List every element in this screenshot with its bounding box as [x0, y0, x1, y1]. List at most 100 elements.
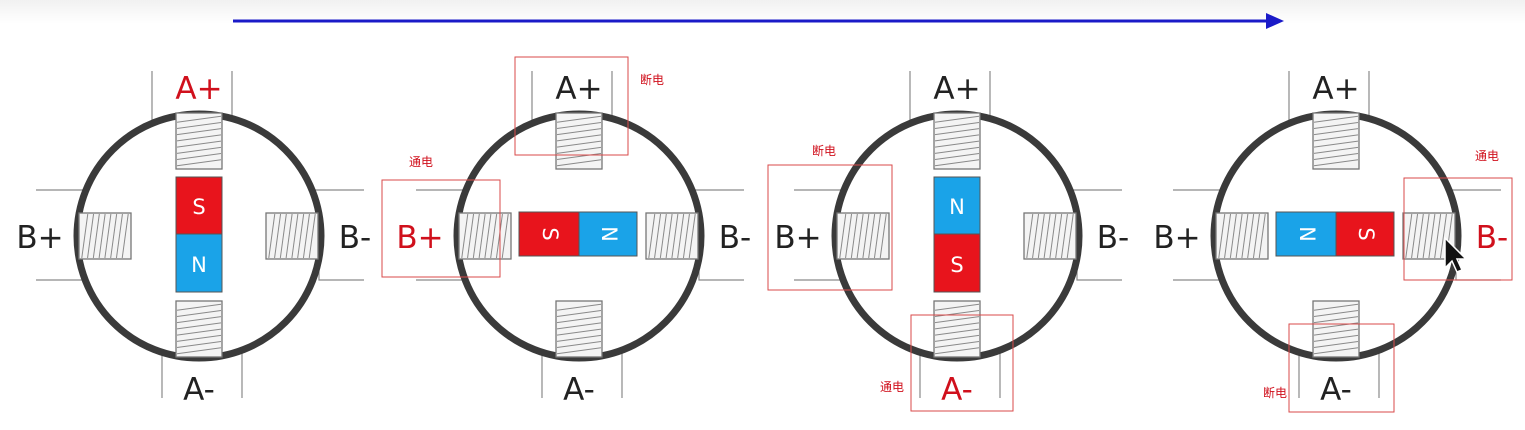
label-a-minus: A-	[183, 372, 215, 408]
coil-b-minus	[645, 212, 699, 260]
coil-winding	[1049, 213, 1057, 259]
coil-winding	[1411, 213, 1419, 259]
right-arrow-icon	[233, 13, 1284, 29]
label-b-minus: B-	[1476, 220, 1508, 256]
label-b-minus: B-	[1097, 220, 1129, 256]
label-b-plus: B+	[396, 220, 443, 256]
coil-winding	[934, 341, 980, 349]
rotor-pole	[933, 176, 981, 235]
coil-winding	[934, 159, 980, 167]
coil-winding	[879, 213, 887, 259]
coil-winding	[478, 213, 486, 259]
coil-winding	[1241, 213, 1249, 259]
coil-winding	[1258, 213, 1266, 259]
rotor-pole-label: S	[192, 195, 205, 219]
highlight-box	[1288, 323, 1395, 413]
coil-winding	[297, 213, 305, 259]
coil-winding	[484, 213, 492, 259]
lead-wire	[794, 189, 843, 210]
coil-b-plus	[1215, 212, 1269, 260]
coil-winding	[1313, 128, 1359, 136]
coil-winding	[490, 213, 498, 259]
lead-wire	[1359, 71, 1370, 119]
coil-winding	[176, 115, 222, 123]
rotor-pole	[1275, 211, 1337, 257]
coil-winding	[461, 213, 469, 259]
coil-winding	[81, 213, 89, 259]
coil-winding	[176, 303, 222, 311]
coil-winding	[176, 347, 222, 355]
coil-body	[933, 300, 981, 358]
coil-winding	[176, 159, 222, 167]
coil-winding	[110, 213, 118, 259]
coil-winding	[659, 213, 667, 259]
coil-winding	[654, 213, 662, 259]
coil-winding	[934, 322, 980, 330]
coil-winding	[1229, 213, 1237, 259]
coil-winding	[1313, 146, 1359, 154]
coil-body	[836, 212, 890, 260]
lead-wire	[222, 71, 233, 119]
label-b-minus: B-	[339, 220, 371, 256]
coil-winding	[274, 213, 282, 259]
coil-winding	[268, 213, 276, 259]
coil-winding	[1313, 309, 1359, 317]
coil-winding	[1313, 347, 1359, 355]
coil-body	[78, 212, 132, 260]
coil-winding	[845, 213, 853, 259]
coil-winding	[176, 140, 222, 148]
coil-winding	[556, 322, 602, 330]
coil-winding	[556, 328, 602, 336]
lead-wire	[1173, 189, 1222, 210]
coil-body	[1023, 212, 1077, 260]
coil-winding	[665, 213, 673, 259]
coil-winding	[934, 128, 980, 136]
coil-winding	[1313, 134, 1359, 142]
coil-winding	[934, 316, 980, 324]
coil-winding	[556, 128, 602, 136]
coil-winding	[121, 213, 129, 259]
rotor-pole-label: N	[1295, 226, 1319, 242]
coil-winding	[176, 121, 222, 129]
coil-winding	[87, 213, 95, 259]
coil-winding	[115, 213, 123, 259]
coil-body	[175, 112, 223, 170]
coil-winding	[934, 121, 980, 129]
status-note: 断电	[640, 72, 664, 87]
coil-winding	[868, 213, 876, 259]
label-a-minus: A-	[1320, 372, 1352, 408]
coil-winding	[1224, 213, 1232, 259]
coil-winding	[556, 303, 602, 311]
coil-winding	[556, 347, 602, 355]
coil-a-minus	[175, 300, 223, 358]
status-note: 断电	[1263, 385, 1287, 400]
coil-winding	[934, 115, 980, 123]
coil-winding	[934, 334, 980, 342]
coil-a-minus	[1312, 300, 1360, 358]
label-a-plus: A+	[933, 71, 980, 107]
coil-winding	[1313, 121, 1359, 129]
coil-winding	[1313, 159, 1359, 167]
coil-winding	[176, 341, 222, 349]
coil-winding	[1313, 316, 1359, 324]
coil-winding	[472, 213, 480, 259]
label-b-plus: B+	[16, 220, 63, 256]
lead-wire	[36, 189, 85, 210]
status-note: 断电	[812, 143, 836, 158]
coil-winding	[556, 121, 602, 129]
highlight-box	[767, 164, 893, 291]
cursor-icon	[1444, 236, 1468, 273]
coil-body	[933, 112, 981, 170]
motor-1: SNA+A-B+B-	[16, 71, 371, 408]
coil-winding	[934, 347, 980, 355]
rotor-pole-label: N	[597, 226, 621, 242]
coil-winding	[688, 213, 696, 259]
coil-winding	[682, 213, 690, 259]
coil-winding	[98, 213, 106, 259]
coil-winding	[1032, 213, 1040, 259]
coil-winding	[176, 328, 222, 336]
coil-winding	[556, 159, 602, 167]
coil-body	[458, 212, 512, 260]
